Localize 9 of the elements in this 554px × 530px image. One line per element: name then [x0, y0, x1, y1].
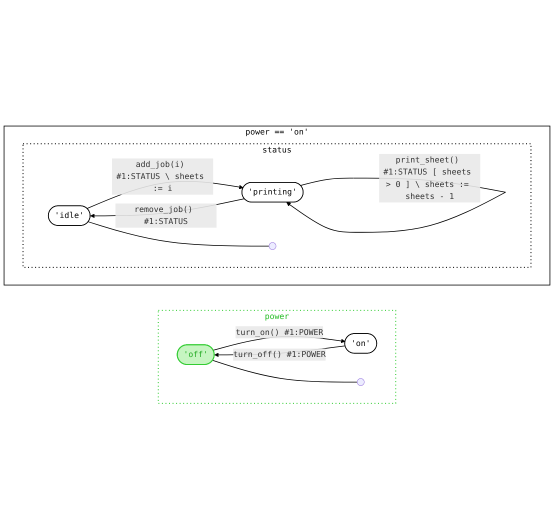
- node-circle: [356, 378, 365, 386]
- edge-label: add_job(i) #1:STATUS \ sheets := i: [116, 160, 204, 194]
- edge-label: remove_job() #1:STATUS: [134, 204, 193, 227]
- edge-label: turn_on() #1:POWER: [236, 327, 324, 338]
- node-circle: [268, 242, 276, 250]
- connector: [212, 360, 358, 383]
- edge-label: turn_off() #1:POWER: [233, 350, 326, 360]
- connector: [88, 222, 270, 247]
- edge-label: print_sheet() #1:STATUS [ sheets > 0 ] \ sheets := sheets - 1: [383, 155, 472, 202]
